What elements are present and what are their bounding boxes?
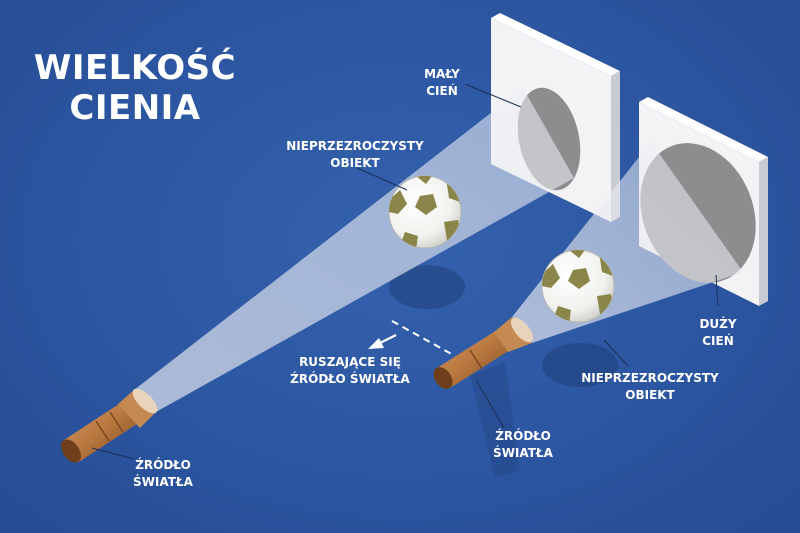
label-moving-light-source: RUSZAJĄCE SIĘ ŹRÓDŁO ŚWIATŁA — [290, 355, 410, 386]
opaque-object-left-ball — [388, 175, 462, 249]
light-source-right-flashlight — [433, 317, 534, 389]
ground-shadow-right-ball — [542, 343, 618, 387]
label-light-source-right: ŹRÓDŁO ŚWIATŁA — [493, 429, 553, 460]
label-opaque-object-left: NIEPRZEZROCZYSTY OBIEKT — [286, 139, 424, 170]
motion-path-dashed-line — [391, 320, 456, 357]
leader-small-shadow — [464, 83, 522, 108]
leader-source-left — [91, 447, 135, 460]
label-light-source-left: ŹRÓDŁO ŚWIATŁA — [133, 458, 193, 489]
label-large-shadow: DUŻY CIEŃ — [699, 317, 737, 348]
leader-source-right — [475, 379, 505, 429]
leader-large-shadow — [715, 274, 719, 307]
light-beam-left — [134, 88, 574, 412]
label-opaque-object-right: NIEPRZEZROCZYSTY OBIEKT — [581, 371, 719, 402]
leader-object-right — [603, 339, 629, 367]
diagram-title: WIELKOŚĆ CIENIA — [30, 48, 240, 128]
light-source-left-flashlight — [61, 388, 158, 463]
leader-object-left — [356, 167, 408, 191]
title-line-1: WIELKOŚĆ — [33, 48, 237, 88]
motion-arrow-icon — [368, 334, 397, 349]
title-line-2: CIENIA — [69, 88, 201, 128]
label-small-shadow: MAŁY CIEŃ — [424, 67, 460, 98]
ground-shadow-left-ball — [389, 265, 465, 309]
